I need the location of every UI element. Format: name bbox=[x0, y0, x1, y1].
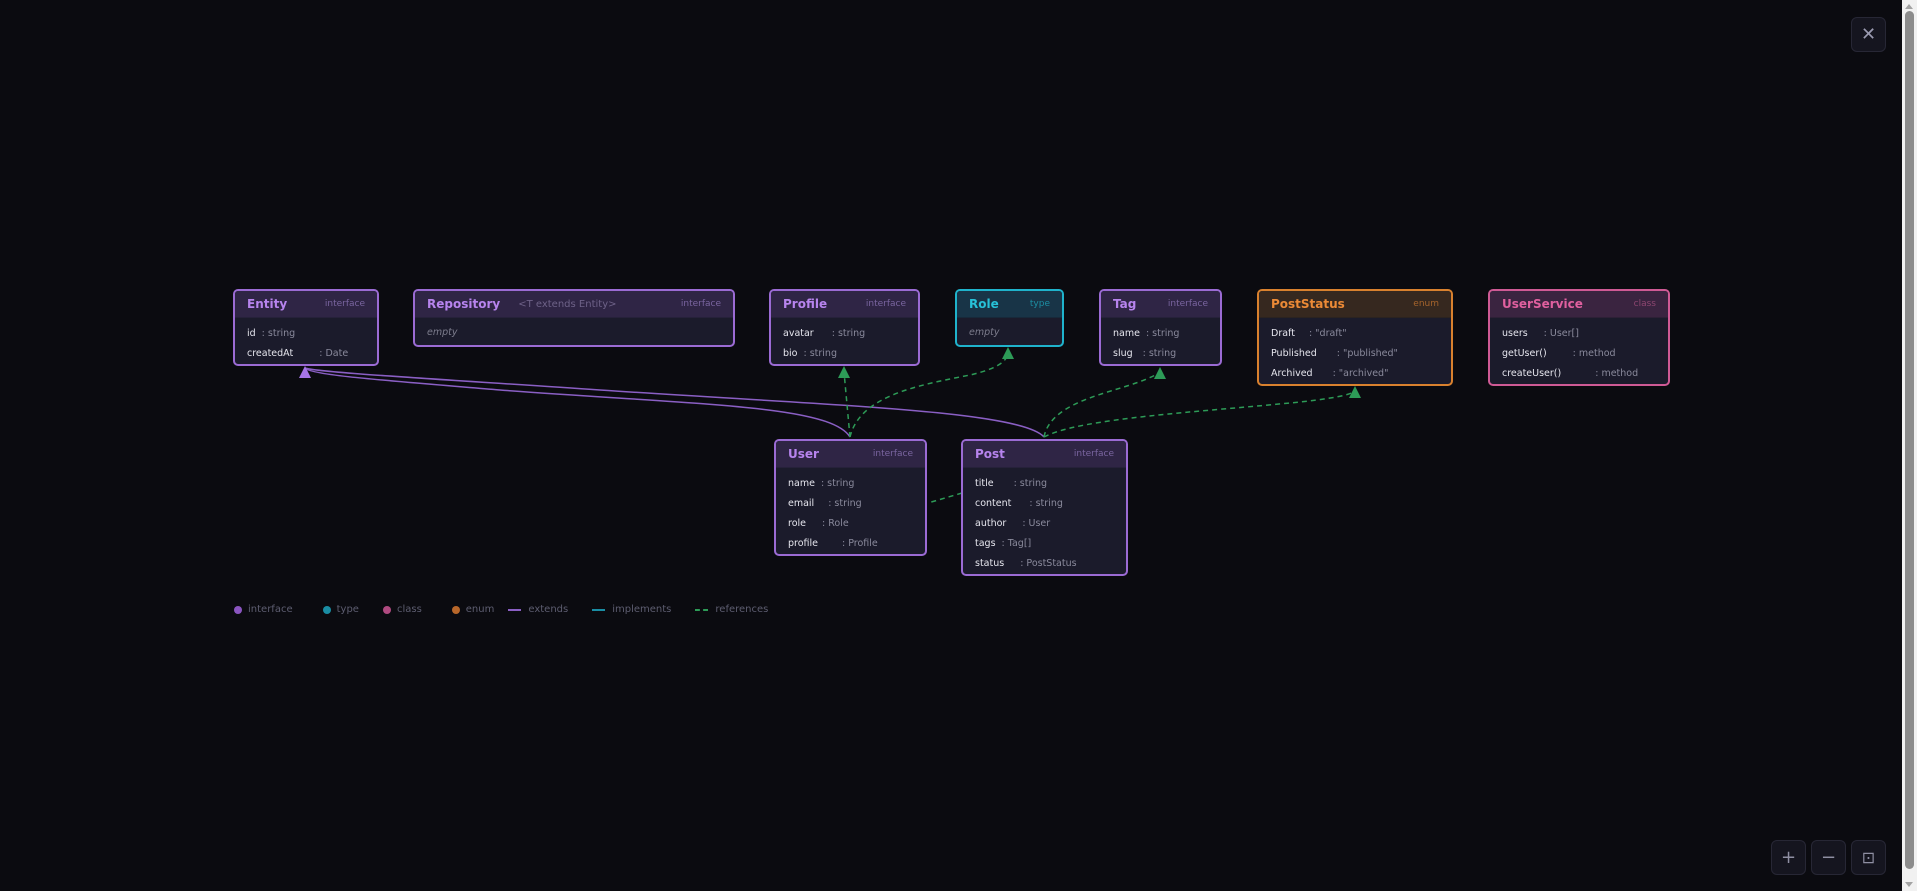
extends-line-icon bbox=[508, 608, 522, 611]
field-row: createUser(): method bbox=[1502, 367, 1639, 379]
node-user[interactable]: User interface name: string email: strin… bbox=[774, 439, 927, 556]
zoom-out-button[interactable]: − bbox=[1811, 840, 1846, 875]
scrollbar-thumb[interactable] bbox=[1905, 11, 1914, 869]
node-kind: interface bbox=[324, 299, 365, 309]
legend-implements: implements bbox=[592, 604, 671, 615]
edge-user-ref-profile bbox=[843, 371, 851, 438]
legend-class: class bbox=[382, 604, 422, 615]
legend-type: type bbox=[322, 604, 359, 615]
node-header: Repository <T extends Entity> interface bbox=[415, 291, 733, 318]
node-header: Role type bbox=[957, 291, 1062, 318]
empty-label: empty bbox=[969, 326, 1000, 338]
node-header: Post interface bbox=[963, 441, 1126, 468]
node-name: User bbox=[788, 447, 819, 461]
node-header: User interface bbox=[776, 441, 925, 468]
node-kind: interface bbox=[865, 299, 906, 309]
node-header: Tag interface bbox=[1101, 291, 1220, 318]
field-row: name: string bbox=[1113, 327, 1180, 339]
type-dot-icon bbox=[322, 605, 331, 614]
interface-dot-icon bbox=[234, 605, 242, 614]
legend: interface type class enum extends implem… bbox=[234, 604, 792, 615]
node-kind: interface bbox=[1073, 449, 1114, 459]
node-name: Profile bbox=[783, 297, 828, 311]
field-row: avatar: string bbox=[783, 327, 866, 339]
edge-post-ref-user bbox=[927, 492, 963, 504]
scroll-up-arrow-icon[interactable] bbox=[1905, 4, 1913, 9]
field-row: content: string bbox=[975, 497, 1063, 509]
plus-icon: + bbox=[1780, 847, 1797, 868]
edge-post-ref-poststatus bbox=[1043, 389, 1356, 438]
field-row: id: string bbox=[247, 327, 296, 339]
vertical-scrollbar[interactable] bbox=[1902, 0, 1917, 891]
entity-arrowhead bbox=[299, 366, 311, 378]
close-icon: ✕ bbox=[1860, 24, 1877, 45]
fit-view-button[interactable]: ⊡ bbox=[1851, 840, 1886, 875]
edge-post-ref-tag bbox=[1043, 371, 1161, 438]
field-row: users: User[] bbox=[1502, 327, 1579, 339]
edge-user-extends-entity bbox=[304, 367, 851, 438]
zoom-in-button[interactable]: + bbox=[1771, 840, 1806, 875]
node-profile[interactable]: Profile interface avatar: string bio: st… bbox=[769, 289, 920, 366]
node-header: PostStatus enum bbox=[1259, 291, 1451, 318]
node-post[interactable]: Post interface title: string content: st… bbox=[961, 439, 1128, 576]
enum-dot-icon bbox=[451, 605, 460, 614]
node-name: Tag bbox=[1113, 297, 1137, 311]
node-kind: enum bbox=[1413, 299, 1439, 309]
field-row: profile: Profile bbox=[788, 537, 878, 549]
node-name: Entity bbox=[247, 297, 288, 311]
field-row: name: string bbox=[788, 477, 855, 489]
field-row: author: User bbox=[975, 517, 1051, 529]
node-header: UserService class bbox=[1490, 291, 1668, 318]
implements-line-icon bbox=[592, 608, 606, 611]
close-button[interactable]: ✕ bbox=[1851, 17, 1886, 52]
node-tag[interactable]: Tag interface name: string slug: string bbox=[1099, 289, 1222, 366]
node-kind: interface bbox=[680, 299, 721, 309]
minus-icon: − bbox=[1820, 847, 1837, 868]
field-row: Archived: "archived" bbox=[1271, 367, 1389, 379]
node-name: Post bbox=[975, 447, 1005, 461]
node-name: PostStatus bbox=[1271, 297, 1345, 311]
legend-enum: enum bbox=[451, 604, 494, 615]
field-row: email: string bbox=[788, 497, 862, 509]
field-row: Published: "published" bbox=[1271, 347, 1398, 359]
node-repository[interactable]: Repository <T extends Entity> interface … bbox=[413, 289, 735, 347]
empty-label: empty bbox=[427, 326, 458, 338]
node-kind: interface bbox=[1167, 299, 1208, 309]
node-name: UserService bbox=[1502, 297, 1583, 311]
legend-extends: extends bbox=[508, 604, 568, 615]
field-row: role: Role bbox=[788, 517, 849, 529]
references-dashed-line-icon bbox=[695, 608, 709, 611]
field-row: Draft: "draft" bbox=[1271, 327, 1347, 339]
legend-references: references bbox=[695, 604, 768, 615]
fit-view-icon: ⊡ bbox=[1861, 848, 1876, 867]
node-header: Profile interface bbox=[771, 291, 918, 318]
class-dot-icon bbox=[382, 605, 391, 614]
node-kind: type bbox=[1029, 299, 1050, 309]
node-name: Repository bbox=[427, 297, 501, 311]
field-row: slug: string bbox=[1113, 347, 1177, 359]
node-entity[interactable]: Entity interface id: string createdAt: D… bbox=[233, 289, 379, 366]
node-kind: interface bbox=[872, 449, 913, 459]
field-row: title: string bbox=[975, 477, 1048, 489]
scroll-down-arrow-icon[interactable] bbox=[1905, 882, 1913, 887]
node-post-status[interactable]: PostStatus enum Draft: "draft" Published… bbox=[1257, 289, 1453, 386]
node-role[interactable]: Role type empty bbox=[955, 289, 1064, 347]
node-generic: <T extends Entity> bbox=[518, 298, 617, 310]
node-name: Role bbox=[969, 297, 999, 311]
field-row: status: PostStatus bbox=[975, 557, 1077, 569]
field-row: tags: Tag[] bbox=[975, 537, 1032, 549]
node-header: Entity interface bbox=[235, 291, 377, 318]
field-row: createdAt: Date bbox=[247, 347, 349, 359]
field-row: bio: string bbox=[783, 347, 837, 359]
node-kind: class bbox=[1633, 299, 1656, 309]
edge-post-extends-entity bbox=[304, 367, 1045, 438]
field-row: getUser(): method bbox=[1502, 347, 1616, 359]
legend-interface: interface bbox=[234, 604, 293, 615]
node-user-service[interactable]: UserService class users: User[] getUser(… bbox=[1488, 289, 1670, 386]
